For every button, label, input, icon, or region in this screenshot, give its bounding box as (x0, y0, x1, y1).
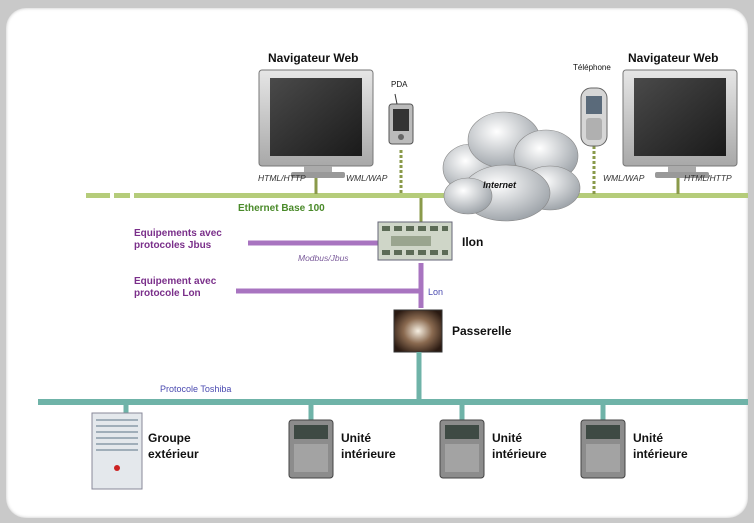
diagram-graphics (38, 69, 748, 490)
groupe-label-line1: Groupe (148, 431, 191, 445)
pda-label: PDA (391, 80, 408, 89)
groupe-label-line2: extérieur (148, 447, 199, 461)
telephone-label: Téléphone (573, 63, 611, 72)
ethernet-label: Ethernet Base 100 (238, 203, 325, 214)
monitor-right (622, 69, 738, 178)
phone-device (580, 87, 608, 147)
toshiba-drops (123, 405, 606, 420)
unit-2-label-line1: Unité (492, 431, 522, 445)
monitor-left (258, 69, 374, 178)
lon-label: Lon (428, 287, 444, 297)
ilon-device (377, 221, 453, 261)
diagram-canvas: Navigateur Web Navigateur Web PDA Téléph… (6, 8, 748, 518)
passerelle-device (393, 309, 443, 353)
pda-device (388, 93, 414, 145)
passerelle-label: Passerelle (452, 324, 512, 338)
ilon-label: Ilon (462, 235, 484, 249)
html-http-left: HTML/HTTP (258, 173, 306, 183)
internet-cloud (442, 111, 581, 222)
jbus-equipment-line1: Equipements avec (134, 228, 222, 239)
indoor-unit-2 (439, 419, 485, 479)
outdoor-unit (91, 412, 143, 490)
browser-right-label: Navigateur Web (628, 51, 719, 65)
toshiba-bus (38, 399, 748, 405)
wml-wap-left: WML/WAP (346, 173, 388, 183)
toshiba-label: Protocole Toshiba (160, 384, 232, 394)
unit-3-label-line2: intérieure (633, 447, 688, 461)
lon-equipment-line1: Equipement avec (134, 276, 217, 287)
modbus-label: Modbus/Jbus (298, 253, 349, 263)
html-http-right: HTML/HTTP (684, 173, 732, 183)
lon-equipment-line2: protocole Lon (134, 288, 201, 299)
jbus-equipment-line2: protocoles Jbus (134, 240, 212, 251)
device-drops (314, 146, 680, 226)
ethernet-bus (86, 193, 748, 198)
unit-2-label-line2: intérieure (492, 447, 547, 461)
browser-left-label: Navigateur Web (268, 51, 359, 65)
unit-1-label-line1: Unité (341, 431, 371, 445)
unit-3-label-line1: Unité (633, 431, 663, 445)
unit-1-label-line2: intérieure (341, 447, 396, 461)
internet-label: Internet (483, 180, 517, 190)
indoor-unit-3 (580, 419, 626, 479)
indoor-unit-1 (288, 419, 334, 479)
wml-wap-right: WML/WAP (603, 173, 645, 183)
